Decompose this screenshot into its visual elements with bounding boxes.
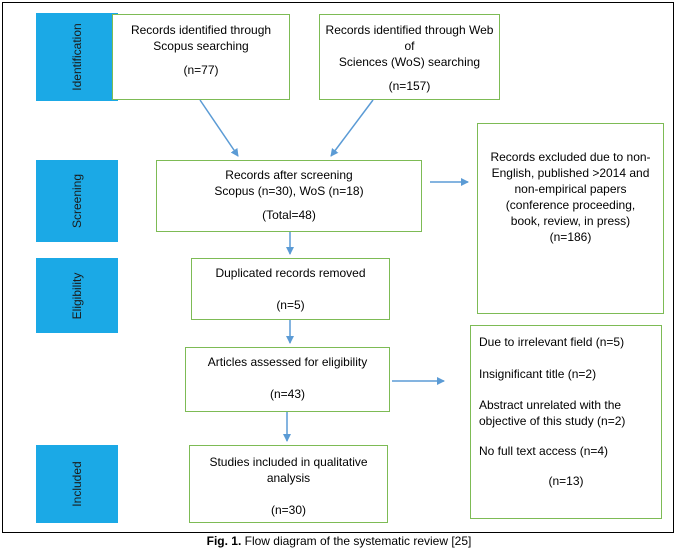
- reasons-count: (n=13): [548, 474, 584, 488]
- duplicates-line1: Duplicated records removed: [215, 266, 366, 280]
- wos-records-box: Records identified through Web of Scienc…: [319, 14, 500, 100]
- excluded-line4: (conference proceeding,: [505, 198, 636, 212]
- caption-label: Fig. 1.: [206, 534, 242, 548]
- assessed-count: (n=43): [269, 387, 306, 401]
- duplicates-count: (n=5): [276, 298, 305, 312]
- scopus-count: (n=77): [183, 63, 219, 77]
- excluded-line1: Records excluded due to non-: [490, 150, 651, 164]
- figure-caption: Fig. 1. Flow diagram of the systematic r…: [0, 534, 678, 548]
- stage-included: Included: [36, 445, 118, 523]
- caption-text: Flow diagram of the systematic review [2…: [241, 534, 472, 548]
- excluded-line3: non-empirical papers: [514, 182, 627, 196]
- assessed-line1: Articles assessed for eligibility: [207, 355, 368, 369]
- included-line1: Studies included in qualitative: [209, 455, 368, 469]
- stage-identification: Identification: [36, 13, 118, 101]
- scopus-line1: Records identified through: [130, 23, 272, 37]
- included-studies-box: Studies included in qualitative analysis…: [189, 445, 388, 523]
- wos-count: (n=157): [388, 79, 431, 93]
- screened-line1: Records after screening: [225, 168, 353, 182]
- scopus-records-box: Records identified through Scopus search…: [112, 14, 290, 100]
- excluded-line5: book, review, in press): [510, 214, 631, 228]
- arrow-wos-to-screening: [330, 99, 374, 157]
- reason-abstract-line1: Abstract unrelated with the: [479, 398, 622, 412]
- wos-line2: Sciences (WoS) searching: [338, 55, 481, 69]
- assessed-articles-box: Articles assessed for eligibility (n=43): [185, 347, 390, 412]
- included-line2: analysis: [266, 471, 311, 485]
- included-count: (n=30): [270, 503, 307, 517]
- screened-records-box: Records after screening Scopus (n=30), W…: [156, 160, 422, 232]
- excluded-line2: English, published >2014 and: [491, 166, 650, 180]
- excluded-count: (n=186): [549, 230, 592, 244]
- wos-line1: Records identified through Web of: [325, 23, 494, 53]
- arrow-scopus-to-screening: [199, 99, 239, 157]
- exclusion-reasons-box: Due to irrelevant field (n=5) Insignific…: [470, 325, 662, 519]
- reason-no-full-text: No full text access (n=4): [479, 444, 609, 458]
- scopus-line2: Scopus searching: [153, 39, 249, 53]
- duplicates-removed-box: Duplicated records removed (n=5): [191, 258, 390, 320]
- stage-screening: Screening: [36, 160, 118, 242]
- excluded-records-box: Records excluded due to non- English, pu…: [477, 123, 664, 314]
- reason-irrelevant-field: Due to irrelevant field (n=5): [479, 335, 625, 349]
- screened-line2: Scopus (n=30), WoS (n=18): [214, 184, 364, 198]
- screened-total: (Total=48): [262, 208, 316, 222]
- reason-insignificant-title: Insignificant title (n=2): [479, 367, 597, 381]
- diagram-frame: [2, 2, 674, 533]
- reason-abstract-line2: objective of this study (n=2): [479, 414, 626, 428]
- stage-eligibility: Eligibility: [36, 258, 118, 333]
